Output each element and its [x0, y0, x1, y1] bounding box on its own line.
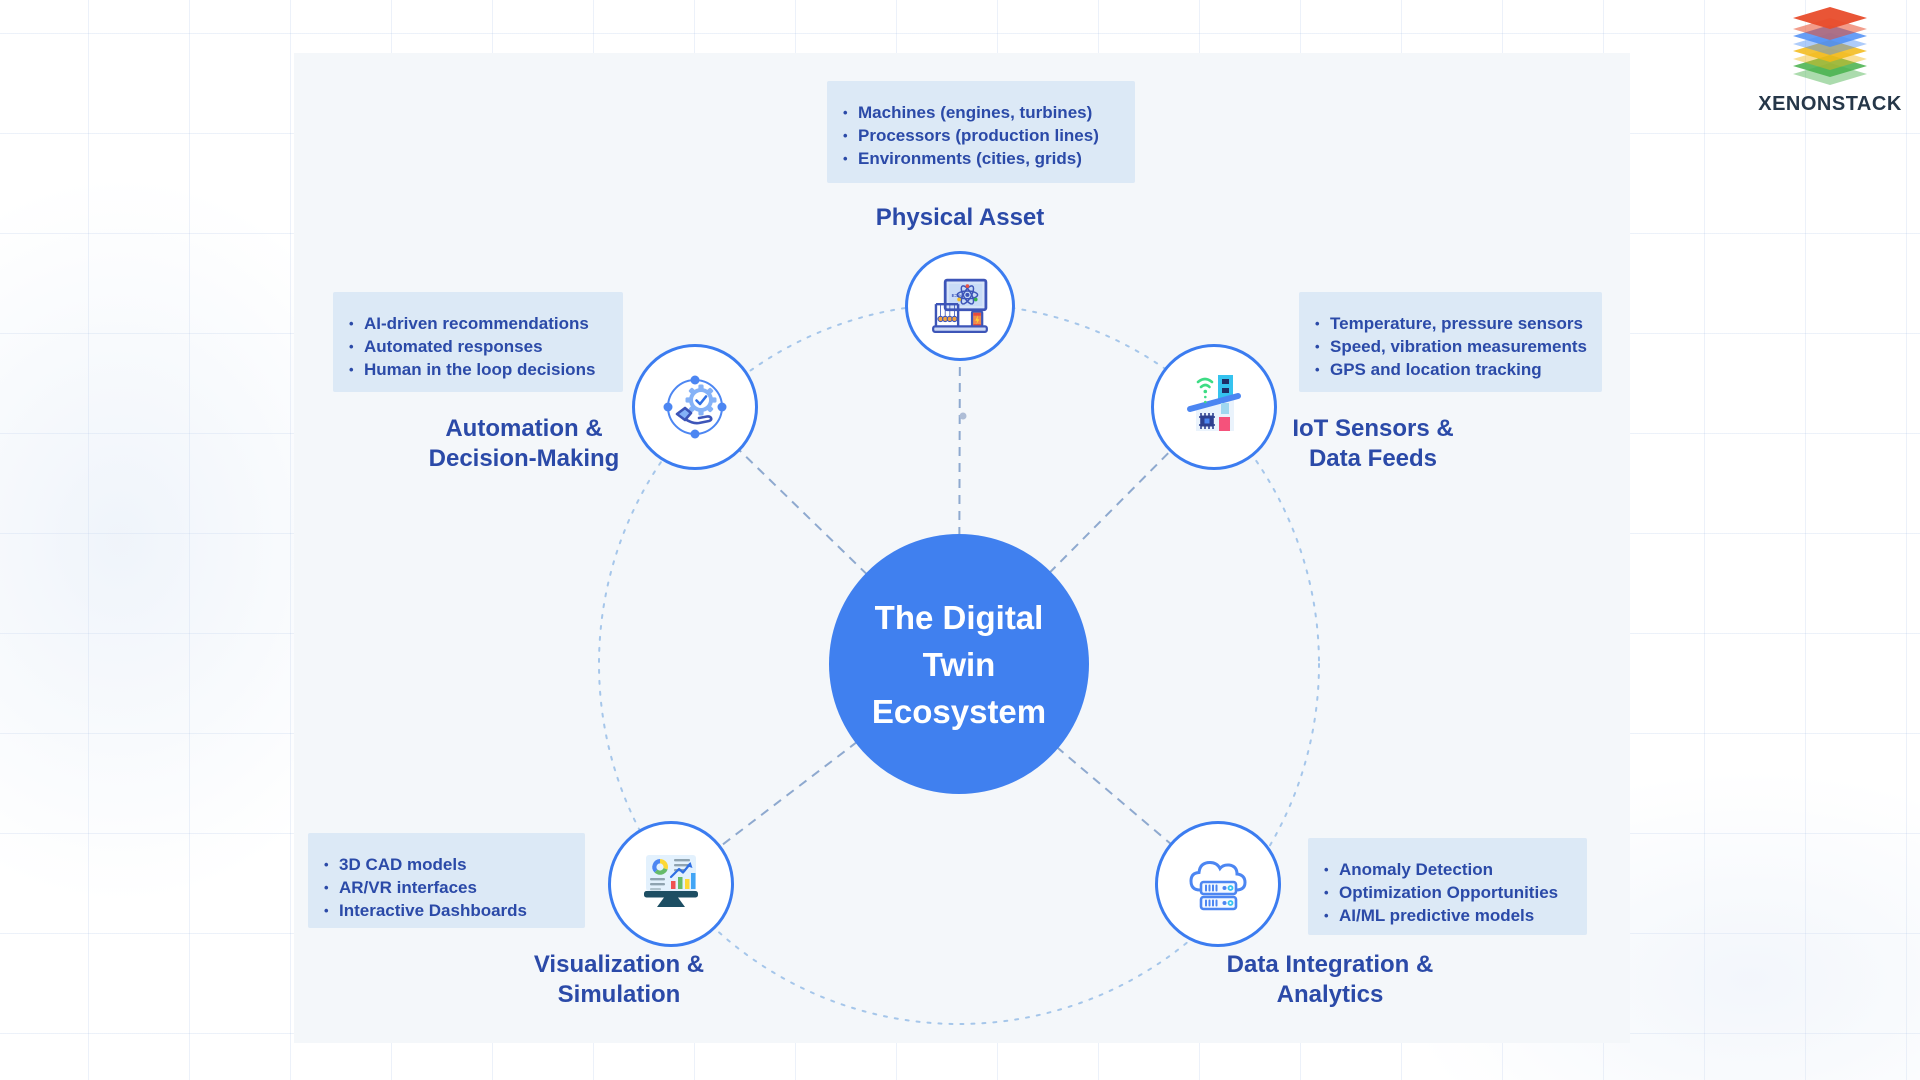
center-circle: The Digital Twin Ecosystem: [829, 534, 1089, 794]
visualization-label: Visualization & Simulation: [533, 951, 705, 1008]
iot-sensors-bullets: Temperature, pressure sensors Speed, vib…: [1299, 292, 1602, 392]
stacked-layers-icon: [1793, 7, 1867, 85]
smart-building-sensor-icon: [1187, 375, 1241, 431]
physical-asset-node: E=mc²: [905, 251, 1015, 361]
data-integration-bullets: Anomaly Detection Optimization Opportuni…: [1308, 838, 1587, 935]
iot-sensors-node: [1151, 344, 1277, 470]
bullet-item: Processors (production lines): [841, 124, 1125, 147]
physical-asset-bullets: Machines (engines, turbines) Processors …: [827, 81, 1135, 183]
brand-name: XENONSTACK: [1758, 93, 1902, 115]
bullet-item: Anomaly Detection: [1322, 858, 1577, 881]
bullet-item: Machines (engines, turbines): [841, 101, 1125, 124]
bullet-item: AR/VR interfaces: [322, 876, 575, 899]
automation-bullets: AI-driven recommendations Automated resp…: [333, 292, 623, 392]
bullet-item: Automated responses: [347, 335, 613, 358]
dashboard-monitor-icon: [644, 855, 698, 907]
xenonstack-logo: XENONSTACK: [1752, 5, 1908, 116]
bullet-item: Human in the loop decisions: [347, 358, 613, 381]
visualization-bullets: 3D CAD models AR/VR interfaces Interacti…: [308, 833, 585, 928]
bullet-item: Speed, vibration measurements: [1313, 335, 1592, 358]
bullet-item: AI-driven recommendations: [347, 312, 613, 335]
bullet-item: Interactive Dashboards: [322, 899, 575, 922]
bullet-item: 3D CAD models: [322, 853, 575, 876]
physical-asset-label: Physical Asset: [875, 204, 1045, 231]
svg-text:E=mc²: E=mc²: [952, 293, 965, 298]
automation-label: Automation & Decision-Making: [428, 415, 620, 472]
data-integration-label: Data Integration & Analytics: [1226, 951, 1434, 1008]
bullet-item: GPS and location tracking: [1313, 358, 1592, 381]
data-integration-node: [1155, 821, 1281, 947]
bullet-item: Optimization Opportunities: [1322, 881, 1577, 904]
physics-lab-monitor-icon: E=mc²: [932, 278, 988, 334]
automation-node: [632, 344, 758, 470]
visualization-node: [608, 821, 734, 947]
bullet-item: AI/ML predictive models: [1322, 904, 1577, 927]
cloud-server-icon: [1189, 860, 1247, 911]
diagram-title: The Digital Twin Ecosystem: [871, 598, 1047, 730]
gear-hand-check-icon: [663, 375, 727, 439]
bullet-item: Temperature, pressure sensors: [1313, 312, 1592, 335]
bullet-item: Environments (cities, grids): [841, 147, 1125, 170]
iot-sensors-label: IoT Sensors & Data Feeds: [1292, 415, 1454, 472]
